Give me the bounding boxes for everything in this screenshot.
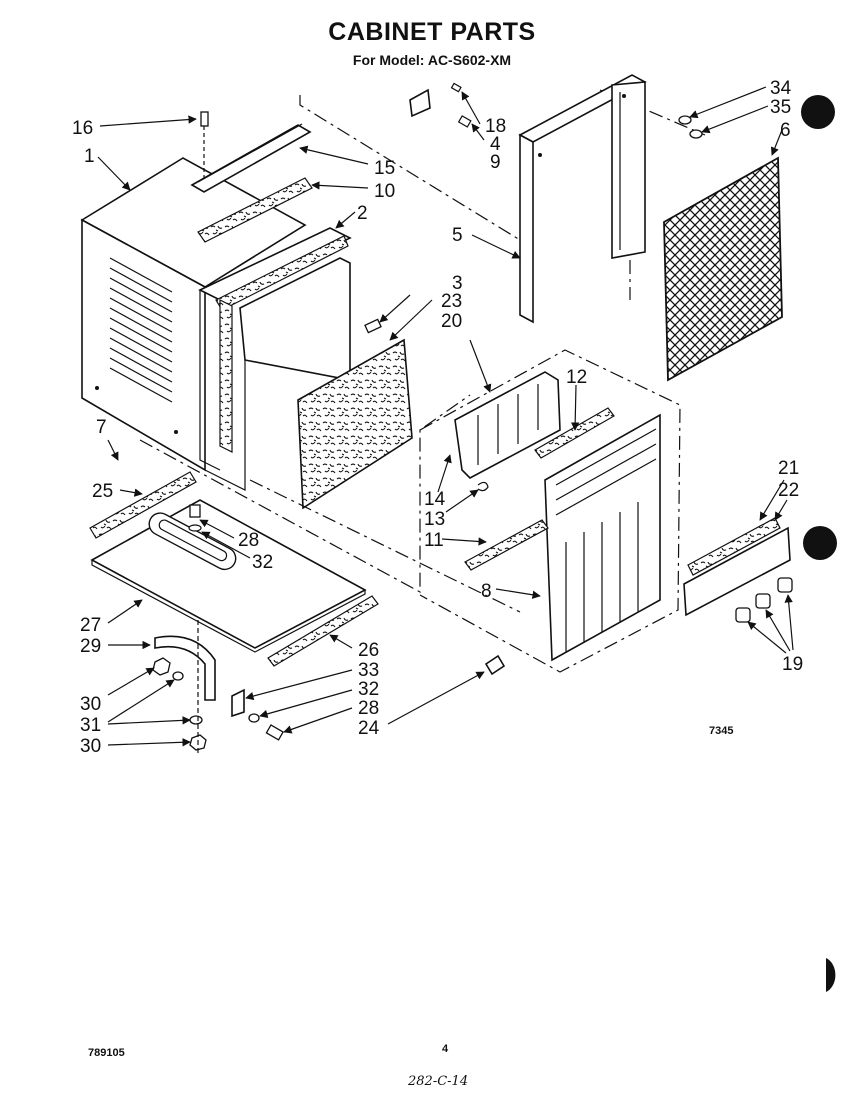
callout-30-upper: 30 — [80, 694, 101, 715]
callout-6: 6 — [780, 120, 791, 141]
callout-9: 9 — [490, 152, 501, 173]
screw-16 — [200, 111, 209, 180]
binder-hole-marks — [801, 95, 837, 992]
window-panel-frame — [518, 74, 647, 324]
callout-19: 19 — [782, 654, 803, 675]
strip-21 — [687, 517, 781, 576]
callout-35: 35 — [770, 97, 791, 118]
callout-28-top: 28 — [238, 530, 259, 551]
callout-18: 18 — [485, 116, 506, 137]
strip-25 — [89, 471, 197, 539]
clips-19 — [735, 577, 793, 623]
diagram-number: 7345 — [709, 725, 733, 737]
louver-assembly — [454, 371, 561, 479]
cabinet-shell — [80, 157, 307, 491]
callout-16: 16 — [72, 118, 93, 139]
callout-32-top: 32 — [252, 552, 273, 573]
callout-31: 31 — [80, 715, 101, 736]
callout-labels: 16 1 15 10 2 18 4 9 34 35 6 5 3 23 20 12… — [72, 78, 803, 757]
callout-21: 21 — [778, 458, 799, 479]
side-panel — [683, 526, 791, 617]
callout-14: 14 — [424, 489, 446, 510]
bracket-hardware — [409, 82, 472, 128]
callout-13: 13 — [424, 509, 445, 530]
callout-12: 12 — [566, 367, 587, 388]
nuts-30-31 — [152, 620, 207, 755]
bracket-33 — [231, 688, 245, 718]
callout-4: 4 — [490, 134, 501, 155]
callout-34: 34 — [770, 78, 792, 99]
callout-32-bottom: 32 — [358, 679, 379, 700]
callout-3: 3 — [452, 273, 463, 294]
air-filter — [663, 156, 783, 382]
callout-10: 10 — [374, 181, 395, 202]
page-number: 4 — [442, 1043, 449, 1055]
leader-lines — [97, 86, 794, 747]
screw-28-bottom — [248, 713, 284, 741]
callout-7: 7 — [96, 417, 107, 438]
strip-26 — [267, 595, 379, 667]
model-subtitle: For Model: AC-S602-XM — [352, 52, 512, 68]
callout-22: 22 — [778, 480, 799, 501]
front-frame-gasket — [198, 227, 352, 471]
callout-25: 25 — [92, 481, 113, 502]
callout-23: 23 — [441, 291, 462, 312]
callout-27: 27 — [80, 615, 101, 636]
clip-24 — [484, 654, 506, 676]
screws-34-35 — [678, 115, 703, 139]
top-rail — [190, 123, 312, 193]
insulation-panel — [297, 338, 413, 510]
bottom-bracket-29 — [154, 635, 216, 701]
callout-33: 33 — [358, 660, 379, 681]
base-screw — [188, 504, 202, 532]
cabinet-louvers — [109, 257, 173, 403]
document-code: 789105 — [88, 1047, 125, 1059]
callout-29: 29 — [80, 636, 101, 657]
callout-5: 5 — [452, 225, 463, 246]
clip-23 — [364, 318, 382, 334]
callout-26: 26 — [358, 640, 379, 661]
strip-11 — [464, 519, 549, 571]
callout-28-bottom: 28 — [358, 698, 379, 719]
strip-12 — [534, 407, 615, 459]
spring-13 — [477, 481, 489, 492]
handwritten-note: 282-C-14 — [407, 1074, 468, 1089]
callout-11: 11 — [424, 530, 444, 551]
callout-20: 20 — [441, 311, 462, 332]
callout-2: 2 — [357, 203, 368, 224]
callout-30-lower: 30 — [80, 736, 101, 757]
callout-15: 15 — [374, 158, 395, 179]
callout-24: 24 — [358, 718, 380, 739]
callout-8: 8 — [481, 581, 492, 602]
callout-1: 1 — [84, 146, 95, 167]
base-pan — [90, 499, 367, 653]
page-title: CABINET PARTS — [328, 18, 536, 46]
front-grille — [544, 413, 661, 662]
